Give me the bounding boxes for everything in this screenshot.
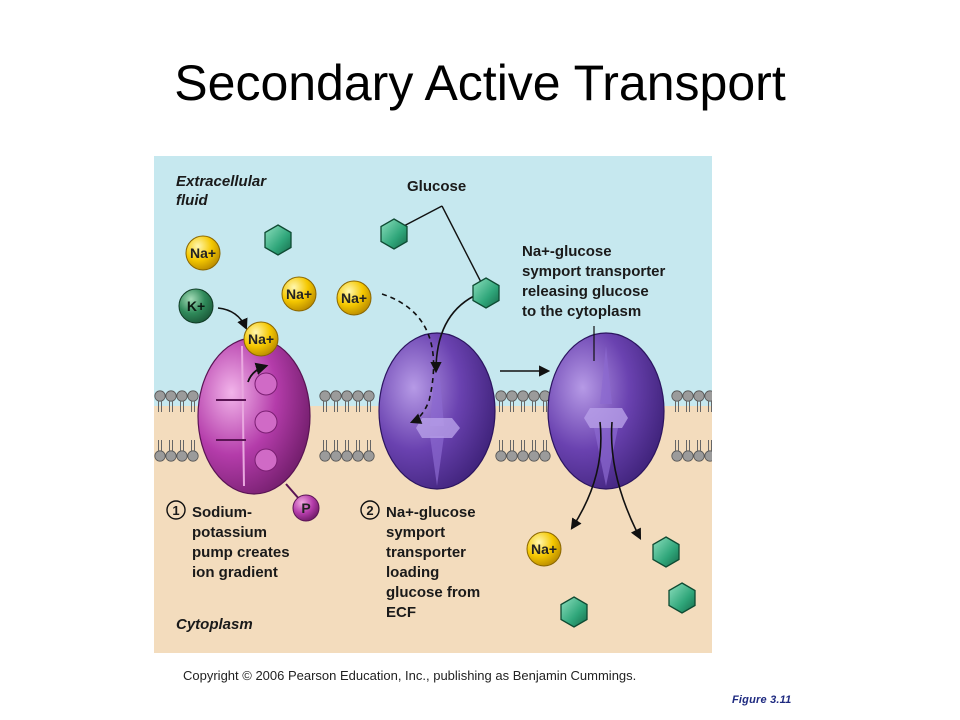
extracellular-label-line1: Extracellular: [176, 173, 267, 190]
release-label-line: to the cytoplasm: [522, 303, 641, 320]
symporter-releasing: [547, 332, 665, 490]
transport-diagram: Na+ Na+ Na+ Na+ Na+ K+ P Extracellular f…: [154, 156, 712, 653]
phosphate-group: P: [285, 483, 320, 522]
step-2-line: loading: [386, 564, 439, 581]
step-2-number: 2: [366, 503, 373, 518]
glucose-molecule: [668, 582, 696, 614]
sodium-ion-label: Na+: [248, 331, 274, 347]
sodium-ion: Na+: [185, 235, 221, 271]
cytoplasm-label: Cytoplasm: [176, 616, 253, 633]
step-2-line: glucose from: [386, 584, 480, 601]
potassium-ion-label: K+: [187, 298, 205, 314]
sodium-ion-label: Na+: [190, 245, 216, 261]
potassium-entry-arrow: [217, 307, 248, 331]
step-2-line: ECF: [386, 604, 416, 621]
glucose-molecule: [380, 218, 408, 250]
sodium-ion-label: Na+: [286, 286, 312, 302]
step-1-annotation: 1 Sodium- potassium pump creates ion gra…: [166, 500, 290, 581]
glucose-molecule: [560, 596, 588, 628]
step-1-number: 1: [172, 503, 179, 518]
step-2-line: symport: [386, 524, 445, 541]
sodium-ion: Na+: [243, 321, 279, 357]
phosphate-label: P: [301, 500, 310, 516]
sodium-entry-dashed-arrow: [381, 293, 435, 424]
glucose-exit-arrow: [610, 421, 642, 540]
sodium-ion-label: Na+: [341, 290, 367, 306]
step-2-line: transporter: [386, 544, 466, 561]
step-1-line: Sodium-: [192, 504, 252, 521]
step-2-line: Na+-glucose: [386, 504, 476, 521]
sodium-exit-arrow: [570, 421, 602, 530]
copyright-notice: Copyright © 2006 Pearson Education, Inc.…: [183, 668, 637, 683]
glucose-label: Glucose: [407, 178, 466, 195]
step-2-annotation: 2 Na+-glucose symport transporter loadin…: [360, 500, 480, 621]
slide-title: Secondary Active Transport: [174, 55, 786, 111]
release-label-line: Na+-glucose: [522, 243, 612, 260]
glucose-entry-arrow: [430, 295, 475, 374]
glucose-pointer-line-2: [441, 205, 485, 289]
step-1-line: ion gradient: [192, 564, 278, 581]
sodium-ion: Na+: [336, 280, 372, 316]
step-1-line: potassium: [192, 524, 267, 541]
sodium-ion-label: Na+: [531, 541, 557, 557]
diagram-svg: Na+ Na+ Na+ Na+ Na+ K+ P Extracellular f…: [154, 156, 712, 653]
sodium-potassium-pump: [197, 337, 311, 495]
glucose-molecule: [264, 224, 292, 256]
release-label-line: symport transporter: [522, 263, 666, 280]
step-1-line: pump creates: [192, 544, 290, 561]
glucose-pointer-line-1: [399, 205, 443, 229]
sodium-ion: Na+: [281, 276, 317, 312]
sodium-ion: Na+: [526, 531, 562, 567]
potassium-ion: K+: [178, 288, 214, 324]
glucose-molecule: [472, 277, 500, 309]
symporter-loading: [378, 332, 496, 490]
release-label-line: releasing glucose: [522, 283, 649, 300]
glucose-molecule: [652, 536, 680, 568]
figure-reference: Figure 3.11: [732, 694, 792, 706]
extracellular-label-line2: fluid: [176, 192, 208, 209]
